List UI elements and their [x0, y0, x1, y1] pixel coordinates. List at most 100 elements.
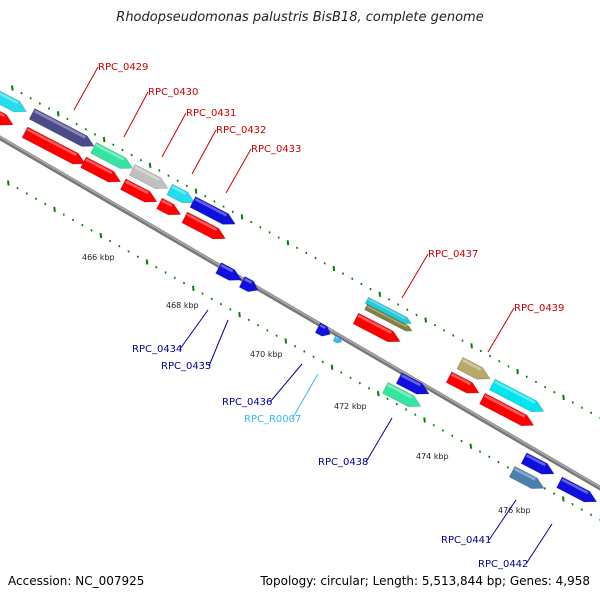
- backbone-highlight: [0, 136, 600, 488]
- label-leader-line: [208, 319, 229, 367]
- tick-mark-upper: [369, 287, 372, 291]
- tick-mark-upper: [332, 265, 336, 272]
- tick-mark-lower: [441, 429, 445, 432]
- red-feature[interactable]: [21, 126, 88, 169]
- red-feature[interactable]: [479, 392, 537, 430]
- tick-mark-upper: [387, 298, 391, 301]
- tick-mark-upper: [167, 174, 170, 177]
- tick-mark-lower: [25, 192, 28, 195]
- tick-mark-lower: [377, 391, 380, 397]
- tick-mark-upper: [544, 385, 547, 389]
- gene-label-rpc-0432[interactable]: RPC_0432: [216, 125, 266, 136]
- tick-mark-lower: [238, 312, 241, 318]
- gene-rpc-0436[interactable]: [314, 322, 332, 339]
- gene-rpc-0431[interactable]: [129, 164, 170, 193]
- red-feature[interactable]: [0, 103, 16, 130]
- red-feature[interactable]: [445, 371, 482, 398]
- gene-label-rpc-0430[interactable]: RPC_0430: [148, 87, 198, 98]
- tick-mark-lower: [219, 302, 223, 306]
- tick-mark-lower: [469, 443, 473, 449]
- tick-mark-lower: [478, 450, 482, 453]
- cyan-feature[interactable]: [489, 378, 547, 416]
- tick-mark-lower: [432, 423, 435, 427]
- red-feature[interactable]: [119, 178, 159, 207]
- tick-mark-lower: [275, 334, 278, 337]
- gene-rpc-r0007[interactable]: [332, 335, 343, 344]
- tick-mark-lower: [543, 487, 546, 490]
- gene-label-rpc-0429[interactable]: RPC_0429: [98, 62, 148, 73]
- tick-mark-upper: [507, 365, 510, 368]
- tick-label: 476 kbp: [498, 506, 531, 515]
- tick-mark-upper: [56, 111, 60, 117]
- label-leader-line: [179, 309, 209, 350]
- gene-label-rpc-0438[interactable]: RPC_0438: [318, 457, 368, 468]
- tick-mark-lower: [562, 496, 565, 502]
- accession-text: Accession: NC_007925: [8, 574, 145, 588]
- tick-mark-upper: [571, 401, 574, 404]
- tick-mark-lower: [99, 233, 103, 239]
- tick-mark-lower: [34, 197, 38, 201]
- tick-mark-lower: [395, 402, 398, 406]
- tick-mark-upper: [360, 282, 363, 286]
- gene-label-rpc-0437[interactable]: RPC_0437: [428, 249, 478, 260]
- gene-label-rpc-r0007[interactable]: RPC_R0007: [244, 414, 301, 425]
- red-feature[interactable]: [352, 312, 403, 347]
- red-feature[interactable]: [80, 156, 124, 187]
- blue-feature[interactable]: [395, 372, 432, 399]
- gene-rpc-0437[interactable]: [364, 296, 413, 326]
- gene-label-rpc-0431[interactable]: RPC_0431: [186, 108, 236, 119]
- tick-mark-upper: [378, 291, 382, 297]
- gene-rpc-0437-olive[interactable]: [364, 303, 414, 333]
- tick-mark-lower: [136, 255, 139, 258]
- tick-mark-lower: [173, 276, 176, 280]
- gene-label-rpc-0433[interactable]: RPC_0433: [251, 144, 301, 155]
- tick-mark-upper: [185, 184, 188, 188]
- gene-label-rpc-0435[interactable]: RPC_0435: [161, 361, 211, 372]
- backbone-line: [0, 135, 600, 491]
- red-feature[interactable]: [156, 197, 184, 220]
- label-leader-line: [161, 112, 187, 158]
- tick-mark-lower: [71, 218, 75, 222]
- tick-mark-upper: [590, 411, 593, 415]
- tick-mark-upper: [351, 277, 354, 281]
- gene-label-rpc-0441[interactable]: RPC_0441: [441, 535, 491, 546]
- tick-mark-lower: [303, 350, 306, 353]
- tick-mark-lower: [497, 460, 500, 464]
- tick-mark-upper: [11, 85, 14, 91]
- tick-mark-upper: [121, 148, 124, 152]
- gene-features: [0, 84, 600, 507]
- tick-mark-lower: [266, 329, 269, 332]
- tick-mark-upper: [553, 390, 556, 394]
- tick-mark-lower: [312, 355, 315, 358]
- tick-mark-upper: [516, 368, 519, 375]
- gene-label-rpc-0434[interactable]: RPC_0434: [132, 344, 182, 355]
- tick-mark-lower: [16, 187, 19, 190]
- tick-mark-upper: [296, 246, 299, 250]
- label-leader-line: [225, 148, 252, 194]
- gene-rpc-0433[interactable]: [189, 196, 238, 230]
- tick-mark-lower: [414, 413, 417, 416]
- gene-rpc-0429[interactable]: [28, 108, 97, 152]
- cyan-feature[interactable]: [0, 84, 29, 117]
- gene-rpc-0435[interactable]: [238, 276, 261, 296]
- tick-mark-upper: [323, 262, 326, 265]
- gene-rpc-0430[interactable]: [90, 142, 136, 174]
- red-feature[interactable]: [181, 211, 228, 244]
- tick-mark-lower: [201, 292, 204, 295]
- tick-mark-lower: [488, 455, 491, 459]
- gene-rpc-0432[interactable]: [166, 183, 197, 208]
- gene-label-rpc-0436[interactable]: RPC_0436: [222, 397, 272, 408]
- gene-label-rpc-0442[interactable]: RPC_0442: [478, 559, 528, 570]
- gene-rpc-0439[interactable]: [456, 356, 493, 384]
- tick-mark-upper: [305, 251, 308, 255]
- genome-title: Rhodopseudomonas palustris BisB18, compl…: [116, 10, 484, 25]
- blue-feature[interactable]: [520, 452, 557, 479]
- gene-rpc-0434[interactable]: [215, 262, 245, 286]
- tick-mark-lower: [367, 387, 371, 390]
- gene-rpc-0442[interactable]: [556, 476, 600, 507]
- tick-mark-lower: [81, 223, 84, 227]
- gene-rpc-0438[interactable]: [382, 382, 423, 411]
- gene-label-rpc-0439[interactable]: RPC_0439: [514, 303, 564, 314]
- gene-rpc-0441[interactable]: [508, 465, 546, 493]
